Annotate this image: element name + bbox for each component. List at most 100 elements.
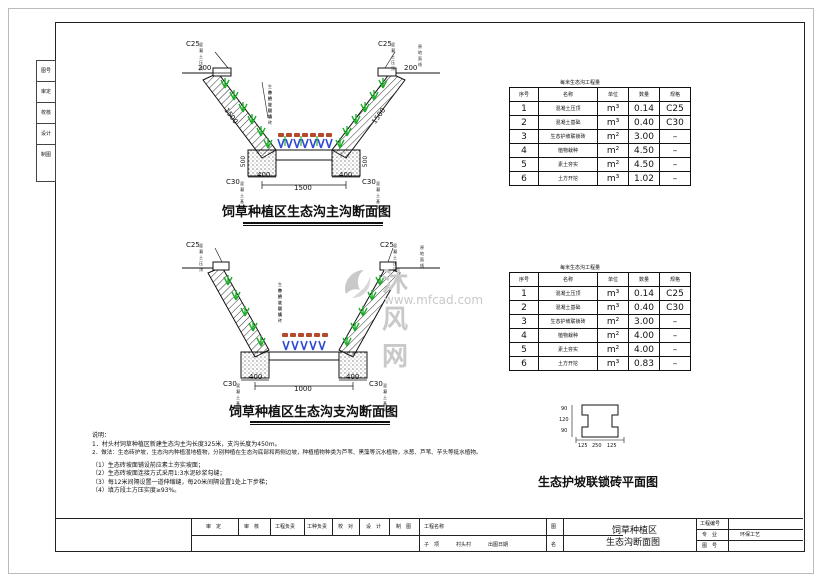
cell: 1 bbox=[509, 101, 539, 116]
tb-label: 审 核 bbox=[244, 524, 260, 530]
label-c30-left-note: 混凝土基础 bbox=[236, 383, 240, 412]
side-strip-cell: 制图 bbox=[40, 152, 51, 158]
cell: 土方开挖 bbox=[538, 171, 598, 186]
label-c25-left: C25 bbox=[186, 241, 200, 249]
tb-drawing-label-top: 图 bbox=[551, 524, 557, 530]
dim-bottom: 1000 bbox=[294, 385, 312, 393]
section2-drawing bbox=[182, 247, 440, 390]
watermark-logo-icon bbox=[345, 270, 371, 298]
notes-line: 1．村头村饲草种植区新建生态沟主沟长度325米，支沟长度为450m。 bbox=[92, 440, 281, 448]
notes: 说明： 1．村头村饲草种植区新建生态沟主沟长度325米，支沟长度为450m。 2… bbox=[92, 432, 552, 496]
table1-caption: 每米生态沟工程量 bbox=[560, 80, 601, 86]
col-header: 序号 bbox=[509, 272, 539, 287]
col-header: 单位 bbox=[597, 87, 629, 102]
col-header: 数量 bbox=[628, 87, 660, 102]
cell: 素土夯实 bbox=[538, 342, 598, 357]
cell: – bbox=[659, 157, 691, 172]
tb-label: 设 计 bbox=[366, 524, 382, 530]
label-ground-line: 原地面线 bbox=[418, 44, 422, 67]
table-header-row: 序号 名称 单位 数量 规格 bbox=[509, 87, 691, 102]
right-slope-brick bbox=[331, 72, 406, 159]
label-c25-right: C25 bbox=[378, 40, 392, 48]
notes-heading: 说明： bbox=[92, 432, 111, 439]
cell: 植物栽种 bbox=[538, 143, 598, 158]
cell: 3 bbox=[509, 314, 539, 329]
cell: m³ bbox=[597, 286, 629, 301]
col-header: 单位 bbox=[597, 272, 629, 287]
cell: 混凝土压顶 bbox=[538, 101, 598, 116]
label-c30-right: C30 bbox=[362, 178, 376, 186]
watermark-url: www.mfcad.com bbox=[384, 293, 484, 307]
section1-drawing bbox=[182, 51, 440, 189]
cell: 1.02 bbox=[628, 171, 660, 186]
cell: 混凝土基础 bbox=[538, 115, 598, 130]
section2-title-underline bbox=[250, 421, 390, 423]
tb-label: 工程负责 bbox=[275, 524, 296, 530]
dim-bottom: 1500 bbox=[294, 184, 312, 192]
col-header: 名称 bbox=[538, 87, 598, 102]
cell: 土方开挖 bbox=[538, 356, 598, 371]
tb-label: 工种负责 bbox=[307, 524, 328, 530]
tb-label: 审 定 bbox=[206, 524, 222, 530]
cell: 混凝土压顶 bbox=[538, 286, 598, 301]
tb-project-no-label: 工程编号 bbox=[700, 521, 721, 527]
right-footing bbox=[331, 149, 361, 177]
cell: 素土夯实 bbox=[538, 157, 598, 172]
drawing-frame bbox=[55, 22, 805, 552]
cell: C25 bbox=[659, 286, 691, 301]
title-block: 审 定 审 核 工程负责 工种负责 校 对 设 计 制 图 工程名称 子 项 村… bbox=[56, 518, 803, 551]
watermark-text: 沐风网 bbox=[382, 268, 411, 372]
cell: 3 bbox=[509, 129, 539, 144]
cell: m² bbox=[597, 328, 629, 343]
dim-500-left: 500 bbox=[240, 155, 248, 168]
notes-line: 2．做法：生态砖护坡，生态沟内种植湿地植物，分别种植在生态沟底部和两侧边坡，种植… bbox=[92, 450, 482, 456]
plan-dim-bottom: 250 bbox=[592, 443, 602, 449]
dim-400-left: 400 bbox=[257, 171, 271, 179]
cell: m² bbox=[597, 143, 629, 158]
tb-vline bbox=[419, 519, 420, 551]
cell: m³ bbox=[597, 171, 629, 186]
cell: 5 bbox=[509, 157, 539, 172]
dim-400-right: 400 bbox=[339, 171, 353, 179]
cell: 4 bbox=[509, 328, 539, 343]
col-header: 名称 bbox=[538, 272, 598, 287]
cell: m² bbox=[597, 314, 629, 329]
label-c30-right: C30 bbox=[369, 380, 383, 388]
cell: 0.83 bbox=[628, 356, 660, 371]
cell: m³ bbox=[597, 356, 629, 371]
tb-vline bbox=[728, 519, 729, 551]
cell: 1 bbox=[509, 286, 539, 301]
cell: – bbox=[659, 342, 691, 357]
notes-line: （1）生态砖坡面铺设前应素土夯实坡面； bbox=[92, 461, 204, 469]
plan-title: 生态护坡联锁砖平面图 bbox=[538, 475, 659, 489]
cell: – bbox=[659, 171, 691, 186]
cell: 6 bbox=[509, 356, 539, 371]
col-header: 规格 bbox=[659, 87, 691, 102]
label-c30-left: C30 bbox=[223, 380, 237, 388]
tb-vline bbox=[546, 519, 547, 551]
col-header: 数量 bbox=[628, 272, 660, 287]
section2-title-underline-thin bbox=[250, 424, 390, 425]
side-strip: 图号 审定 校核 设计 制图 bbox=[36, 60, 56, 182]
notes-line: （3）每12米间隔设置一道伸缩缝，每20米间隔设置1处上下步梯； bbox=[92, 478, 271, 486]
cell: m³ bbox=[597, 101, 629, 116]
tb-vline bbox=[359, 519, 360, 535]
tb-project-label: 工程名称 bbox=[424, 524, 445, 530]
inner-note-2: 种植土回填 bbox=[268, 90, 272, 119]
cell: 4.00 bbox=[628, 328, 660, 343]
dim-500-right: 500 bbox=[362, 155, 370, 168]
cell: 3.00 bbox=[628, 129, 660, 144]
cell: 2 bbox=[509, 115, 539, 130]
dim-400-left: 400 bbox=[249, 373, 263, 381]
label-c30-left-note: 混凝土基础 bbox=[240, 181, 244, 210]
cell: 2 bbox=[509, 300, 539, 315]
